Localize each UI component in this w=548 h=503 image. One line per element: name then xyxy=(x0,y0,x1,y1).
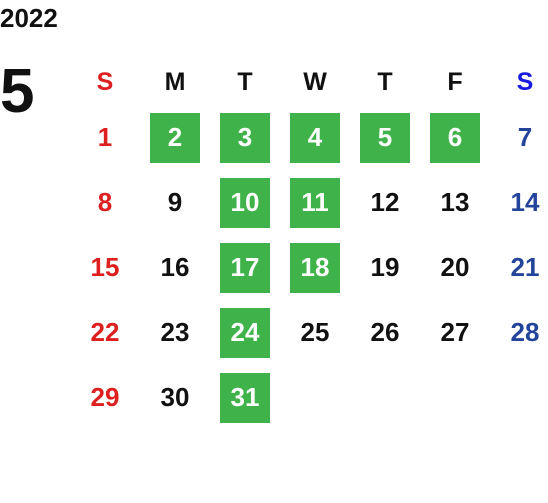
day-cell: 2 xyxy=(140,105,210,170)
calendar-day: 19 xyxy=(370,252,400,282)
day-cell: 7 xyxy=(490,105,548,170)
day-cell: 9 xyxy=(140,170,210,235)
day-cell: 16 xyxy=(140,235,210,300)
day-cell: 30 xyxy=(140,365,210,430)
weekday-header-monday: M xyxy=(164,68,186,96)
day-cell: 8 xyxy=(70,170,140,235)
highlighted-day: 10 xyxy=(220,177,270,228)
calendar-day: 1 xyxy=(97,122,113,152)
weekday-header-wednesday: W xyxy=(303,68,327,96)
calendar-day: 7 xyxy=(517,122,533,152)
highlighted-day: 2 xyxy=(150,112,200,163)
day-cell: 13 xyxy=(420,170,490,235)
calendar-day: 30 xyxy=(160,382,190,412)
day-cell: 21 xyxy=(490,235,548,300)
highlighted-day: 11 xyxy=(290,177,340,228)
day-cell: 11 xyxy=(280,170,350,235)
day-cell: 29 xyxy=(70,365,140,430)
weekday-header-tuesday: T xyxy=(237,68,253,96)
calendar-day: 26 xyxy=(370,317,400,347)
weekday-header-saturday: S xyxy=(516,68,534,96)
day-cell: 12 xyxy=(350,170,420,235)
day-cell: 25 xyxy=(280,300,350,365)
calendar-day: 27 xyxy=(440,317,470,347)
highlighted-day: 31 xyxy=(220,372,270,423)
day-cell: 19 xyxy=(350,235,420,300)
highlighted-day: 24 xyxy=(220,307,270,358)
calendar-day: 22 xyxy=(90,317,120,347)
year-label: 2022 xyxy=(0,3,58,33)
highlighted-day: 18 xyxy=(290,242,340,293)
day-cell: 18 xyxy=(280,235,350,300)
calendar-day: 12 xyxy=(370,187,400,217)
day-cell: 6 xyxy=(420,105,490,170)
month-label: 5 xyxy=(0,57,35,126)
day-cell: 31 xyxy=(210,365,280,430)
calendar-day: 21 xyxy=(510,252,540,282)
day-cell: 17 xyxy=(210,235,280,300)
day-cell: 4 xyxy=(280,105,350,170)
day-cell: 14 xyxy=(490,170,548,235)
calendar-day: 16 xyxy=(160,252,190,282)
day-cell: 15 xyxy=(70,235,140,300)
calendar-day: 9 xyxy=(167,187,183,217)
weekday-header-friday: F xyxy=(447,68,463,96)
calendar-day: 8 xyxy=(97,187,113,217)
calendar-day: 25 xyxy=(300,317,330,347)
day-cell: 3 xyxy=(210,105,280,170)
calendar-day: 29 xyxy=(90,382,120,412)
day-cell: 10 xyxy=(210,170,280,235)
day-cell xyxy=(280,365,350,430)
calendar-day: 15 xyxy=(90,252,120,282)
weekday-header-sunday: S xyxy=(96,68,114,96)
day-cell: 24 xyxy=(210,300,280,365)
highlighted-day: 17 xyxy=(220,242,270,293)
day-cell xyxy=(490,365,548,430)
day-cell xyxy=(420,365,490,430)
calendar-day: 28 xyxy=(510,317,540,347)
day-cell: 5 xyxy=(350,105,420,170)
day-cell: 20 xyxy=(420,235,490,300)
highlighted-day: 4 xyxy=(290,112,340,163)
highlighted-day: 3 xyxy=(220,112,270,163)
calendar-day: 13 xyxy=(440,187,470,217)
day-cell: 22 xyxy=(70,300,140,365)
calendar-day: 14 xyxy=(510,187,540,217)
calendar-day: 20 xyxy=(440,252,470,282)
highlighted-day: 6 xyxy=(430,112,480,163)
day-cell: 28 xyxy=(490,300,548,365)
day-cell: 1 xyxy=(70,105,140,170)
calendar-day: 23 xyxy=(160,317,190,347)
weekday-header-thursday: T xyxy=(377,68,393,96)
day-cell: 23 xyxy=(140,300,210,365)
highlighted-day: 5 xyxy=(360,112,410,163)
day-cell xyxy=(350,365,420,430)
day-cell: 27 xyxy=(420,300,490,365)
day-cell: 26 xyxy=(350,300,420,365)
